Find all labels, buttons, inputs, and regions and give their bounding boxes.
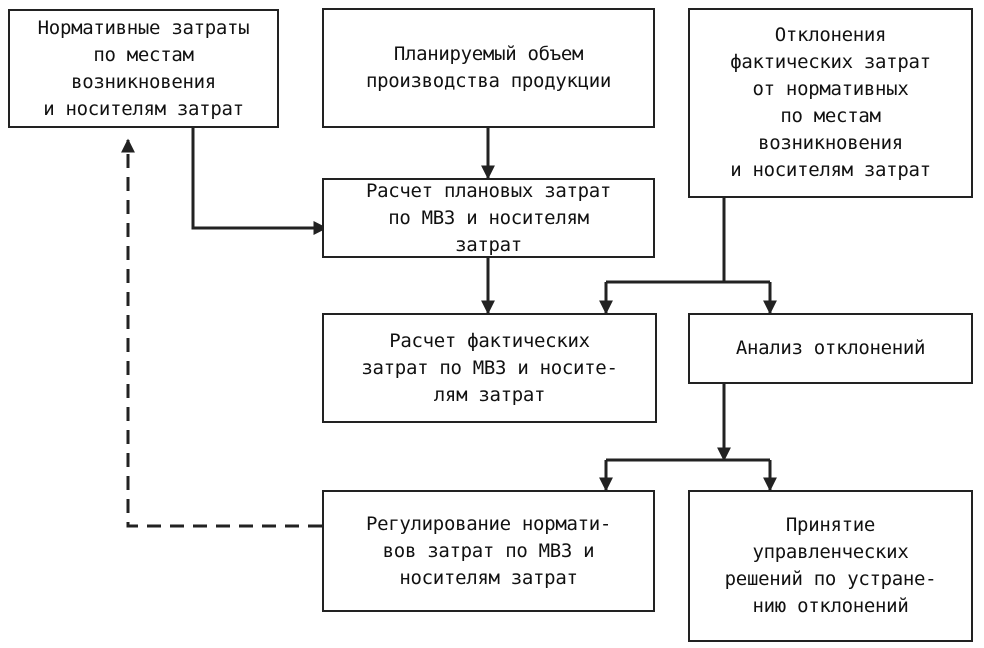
arrow-normative-to-planned (191, 128, 328, 235)
box-normative-costs-text: Нормативные затраты по местам возникнове… (37, 16, 250, 120)
box-planned-volume: Планируемый объем производства продукции (322, 8, 655, 128)
box-planned-volume-text: Планируемый объем производства продукции (365, 43, 612, 92)
box-decisions: Принятие управленческих решений по устра… (688, 490, 973, 642)
box-regulation: Регулирование нормати- вов затрат по МВЗ… (322, 490, 655, 612)
arrow-feedback-dashed (121, 138, 322, 528)
box-regulation-text: Регулирование нормати- вов затрат по МВЗ… (365, 512, 612, 589)
box-variance-analysis: Анализ отклонений (688, 313, 973, 384)
box-planned-costs-calc: Расчет плановых затрат по МВЗ и носителя… (322, 178, 655, 258)
box-actual-costs-calc-text: Расчет фактических затрат по МВЗ и носит… (361, 329, 618, 406)
arrow-deviations-split (606, 198, 770, 284)
box-normative-costs: Нормативные затраты по местам возникнове… (8, 9, 279, 128)
box-actual-costs-calc: Расчет фактических затрат по МВЗ и носит… (322, 313, 657, 423)
box-variance-analysis-text: Анализ отклонений (735, 337, 926, 359)
box-deviations-text: Отклонения фактических затрат от нормати… (730, 24, 931, 181)
box-deviations: Отклонения фактических затрат от нормати… (688, 8, 973, 198)
box-decisions-text: Принятие управленческих решений по устра… (724, 514, 937, 617)
box-planned-costs-calc-text: Расчет плановых затрат по МВЗ и носителя… (365, 179, 612, 256)
